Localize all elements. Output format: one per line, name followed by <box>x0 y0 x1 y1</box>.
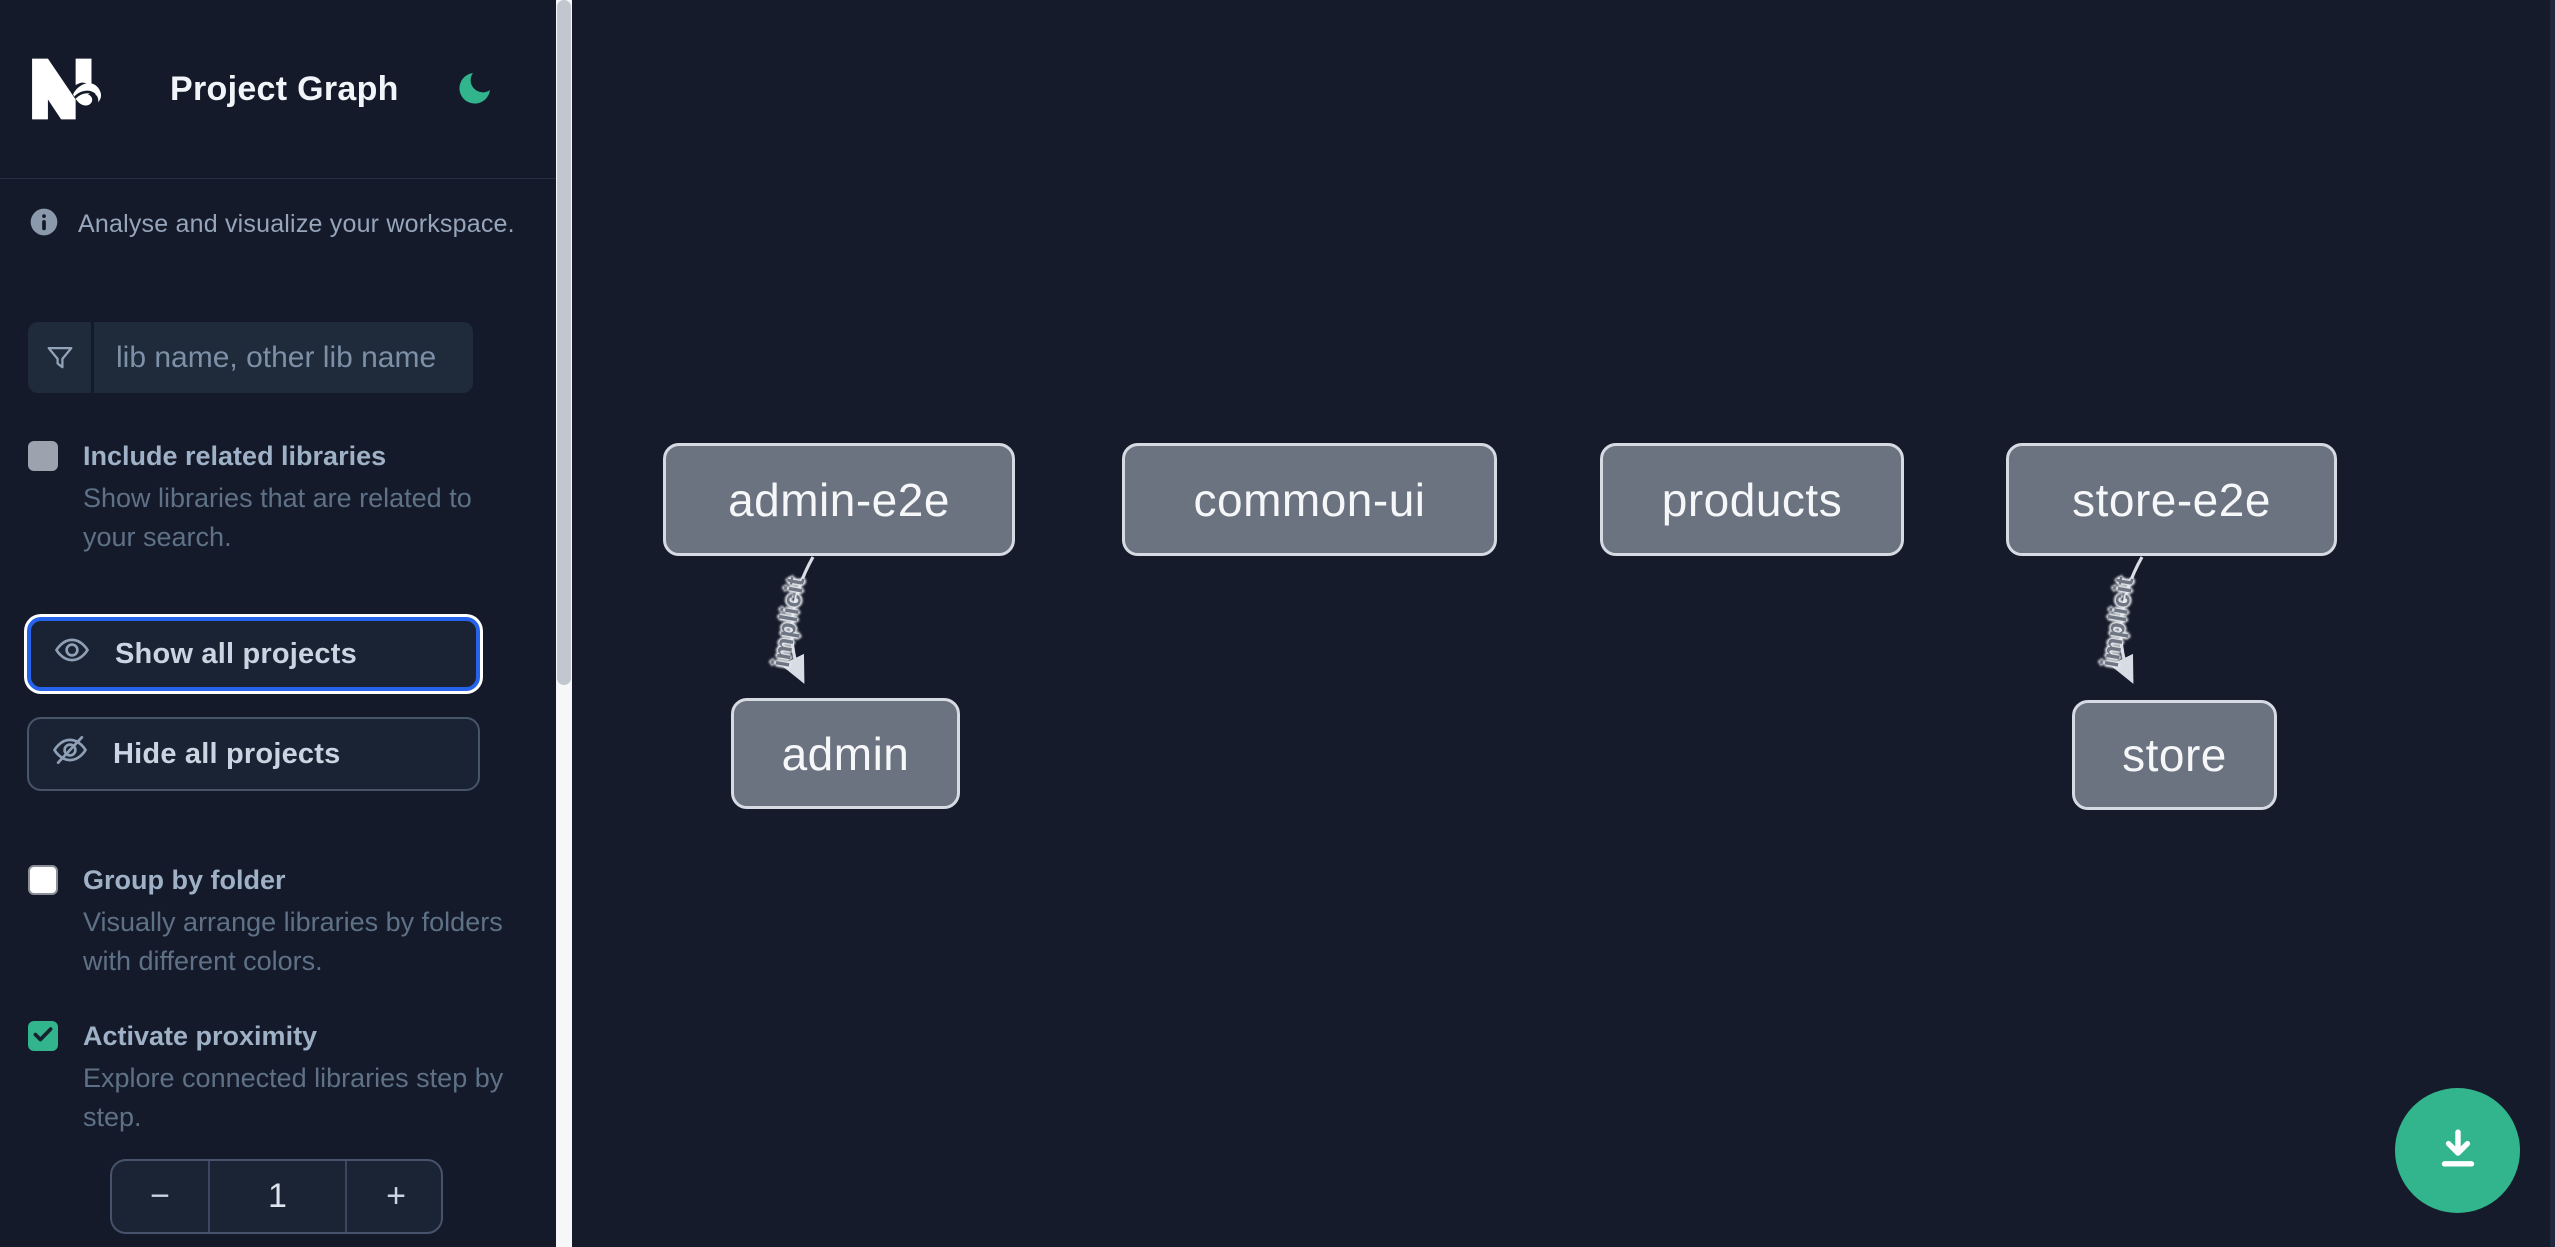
edge-admin-e2e-admin <box>780 556 815 684</box>
hide-all-projects-button[interactable]: Hide all projects <box>27 717 480 791</box>
eye-icon <box>53 631 91 677</box>
increment-button[interactable]: + <box>347 1161 441 1232</box>
activate-proximity-label[interactable]: Activate proximity <box>83 1021 318 1051</box>
window-scrollbar-track[interactable] <box>2550 0 2555 1247</box>
sidebar-scrollbar-thumb[interactable] <box>557 0 571 685</box>
graph-node-admin[interactable]: admin <box>731 698 960 809</box>
group-by-folder-label[interactable]: Group by folder <box>83 865 286 895</box>
sidebar-header: Project Graph <box>0 0 572 178</box>
graph-node-store[interactable]: store <box>2072 700 2277 810</box>
show-all-projects-label: Show all projects <box>115 637 357 670</box>
group-by-folder-checkbox[interactable] <box>28 865 58 895</box>
show-all-projects-button[interactable]: Show all projects <box>27 617 480 691</box>
filter-input-group <box>28 322 473 393</box>
include-related-checkbox[interactable] <box>28 441 58 471</box>
header-divider <box>0 178 572 179</box>
info-icon <box>28 206 60 243</box>
theme-toggle-button[interactable] <box>454 68 496 110</box>
stepper-value: 1 <box>208 1161 347 1232</box>
option-group-by-folder: Group by folder Visually arrange librari… <box>28 861 527 981</box>
group-by-folder-description: Visually arrange libraries by folders wi… <box>83 907 503 976</box>
sidebar-scrollbar-track[interactable] <box>556 0 572 1247</box>
graph-edges <box>780 556 2144 684</box>
download-graph-button[interactable] <box>2395 1088 2520 1213</box>
intro-row: Analyse and visualize your workspace. <box>0 179 572 243</box>
sidebar: Project Graph Analyse and visualize your… <box>0 0 572 1247</box>
graph-node-common-ui[interactable]: common-ui <box>1122 443 1497 556</box>
include-related-label[interactable]: Include related libraries <box>83 441 387 471</box>
search-input[interactable] <box>94 322 473 393</box>
hide-all-projects-label: Hide all projects <box>113 737 341 770</box>
include-related-description: Show libraries that are related to your … <box>83 483 472 552</box>
activate-proximity-checkbox[interactable] <box>28 1021 58 1051</box>
eye-off-icon <box>51 731 89 777</box>
option-include-related: Include related libraries Show libraries… <box>28 437 527 557</box>
download-icon <box>2431 1122 2485 1179</box>
graph-canvas[interactable]: implicit implicit admin-e2e common-ui pr… <box>572 0 2555 1247</box>
edge-store-e2e-store <box>2109 556 2144 684</box>
activate-proximity-description: Explore connected libraries step by step… <box>83 1063 504 1132</box>
filter-icon <box>28 322 94 393</box>
checkmark-icon <box>30 1021 56 1052</box>
graph-node-products[interactable]: products <box>1600 443 1904 556</box>
page-title: Project Graph <box>170 69 399 108</box>
nx-logo-icon <box>28 56 118 122</box>
option-activate-proximity: Activate proximity Explore connected lib… <box>28 1017 527 1137</box>
graph-node-store-e2e[interactable]: store-e2e <box>2006 443 2337 556</box>
decrement-button[interactable]: − <box>112 1161 208 1232</box>
moon-icon <box>455 68 495 111</box>
intro-text: Analyse and visualize your workspace. <box>78 210 515 238</box>
graph-node-admin-e2e[interactable]: admin-e2e <box>663 443 1015 556</box>
proximity-depth-stepper: − 1 + <box>110 1159 443 1234</box>
